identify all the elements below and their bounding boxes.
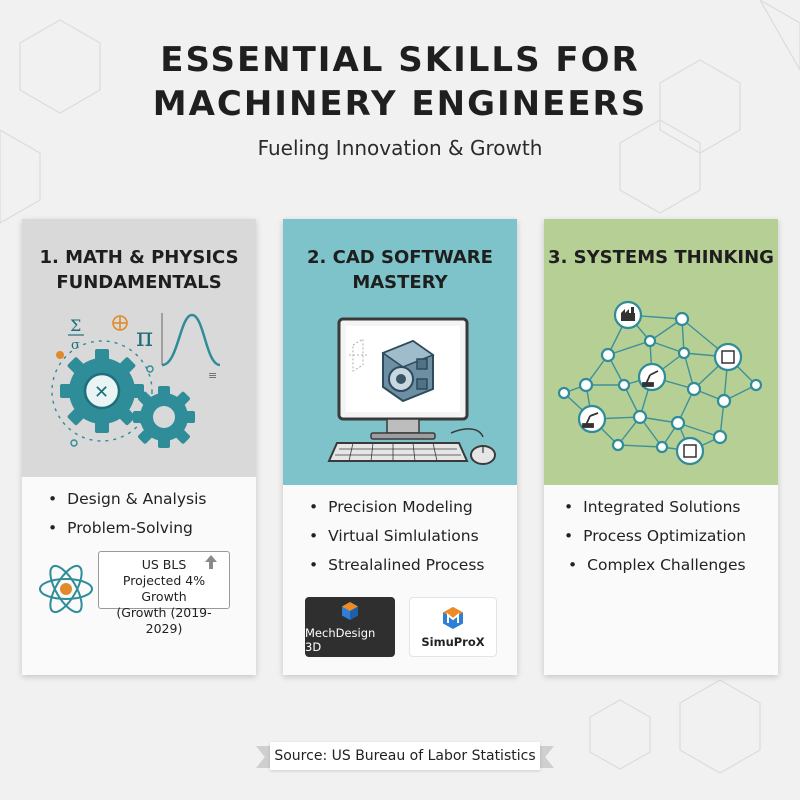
stat-value: Projected 4% Growth [122, 573, 206, 604]
list-item: Precision Modeling [309, 493, 517, 522]
skill-card-cad: 2. CAD SOFTWARE MASTERY [283, 219, 517, 675]
keyboard-icon [327, 442, 469, 462]
stat-source: US BLS [141, 557, 187, 572]
list-item: Complex Challenges [564, 551, 778, 580]
chip-icon [683, 350, 735, 458]
logo-label: MechDesign 3D [305, 625, 376, 654]
list-item: Virtual Simlulations [309, 522, 517, 551]
card-header-area: 1. MATH & PHYSICS FUNDAMENTALS Σ σ π ≡ [22, 219, 256, 477]
source-caption: Source: US Bureau of Labor Statistics [270, 742, 540, 770]
mouse-icon [450, 428, 496, 465]
card-header-area: 3. SYSTEMS THINKING [544, 219, 778, 485]
wave-graph-icon [161, 313, 221, 367]
sigma-formula-icon: Σ σ [68, 316, 84, 353]
list-item: Problem-Solving [48, 514, 256, 543]
logo-simuprox: SimuProX [409, 597, 497, 657]
svg-text:σ: σ [71, 338, 80, 353]
bullet-list: Integrated Solutions Process Optimizatio… [544, 485, 778, 580]
orbit-small-icon [112, 315, 128, 331]
pi-symbol-icon: π [136, 323, 153, 353]
stat-period: (Growth (2019-2029) [116, 605, 212, 636]
up-arrow-icon [205, 555, 217, 569]
svg-text:Σ: Σ [70, 316, 81, 335]
svg-text:✕: ✕ [94, 382, 109, 403]
card-title: 2. CAD SOFTWARE MASTERY [307, 247, 493, 293]
page-subtitle: Fueling Innovation & Growth [257, 136, 543, 160]
list-item: Integrated Solutions [564, 493, 778, 522]
math-physics-illustration: Σ σ π ≡ [51, 313, 221, 448]
gear-icon: ✕ [51, 340, 154, 447]
card-header-area: 2. CAD SOFTWARE MASTERY [283, 219, 517, 485]
logo-mechdesign-3d: MechDesign 3D [305, 597, 395, 657]
page-title: ESSENTIAL SKILLS FOR MACHINERY ENGINEERS [152, 40, 648, 124]
list-item: Design & Analysis [48, 485, 256, 514]
m-logo-icon [443, 606, 463, 629]
factory-icon [621, 307, 635, 321]
bullet-list: Design & Analysis Problem-Solving [22, 477, 256, 543]
svg-text:≡: ≡ [208, 369, 217, 382]
growth-stat-box: US BLS Projected 4% Growth (Growth (2019… [98, 551, 230, 636]
skill-card-systems-thinking: 3. SYSTEMS THINKING [544, 219, 778, 675]
gear-small-icon [133, 386, 195, 448]
skill-card-math-physics: 1. MATH & PHYSICS FUNDAMENTALS Σ σ π ≡ [22, 219, 256, 675]
list-item: Strealalined Process [309, 551, 517, 580]
network-graph-icon [557, 300, 763, 466]
header: ESSENTIAL SKILLS FOR MACHINERY ENGINEERS… [0, 38, 800, 160]
robot-arm-icon [582, 370, 659, 428]
list-item: Process Optimization [564, 522, 778, 551]
cad-computer-illustration [327, 317, 496, 465]
cad-part-model [381, 339, 435, 403]
logo-label: SimuProX [421, 634, 485, 649]
bullet-list: Precision Modeling Virtual Simlulations … [283, 485, 517, 580]
cube-logo-icon [342, 601, 358, 620]
atom-icon [39, 564, 93, 614]
card-title: 1. MATH & PHYSICS FUNDAMENTALS [39, 247, 239, 293]
computer-monitor-icon [337, 317, 469, 440]
card-title: 3. SYSTEMS THINKING [548, 247, 774, 268]
